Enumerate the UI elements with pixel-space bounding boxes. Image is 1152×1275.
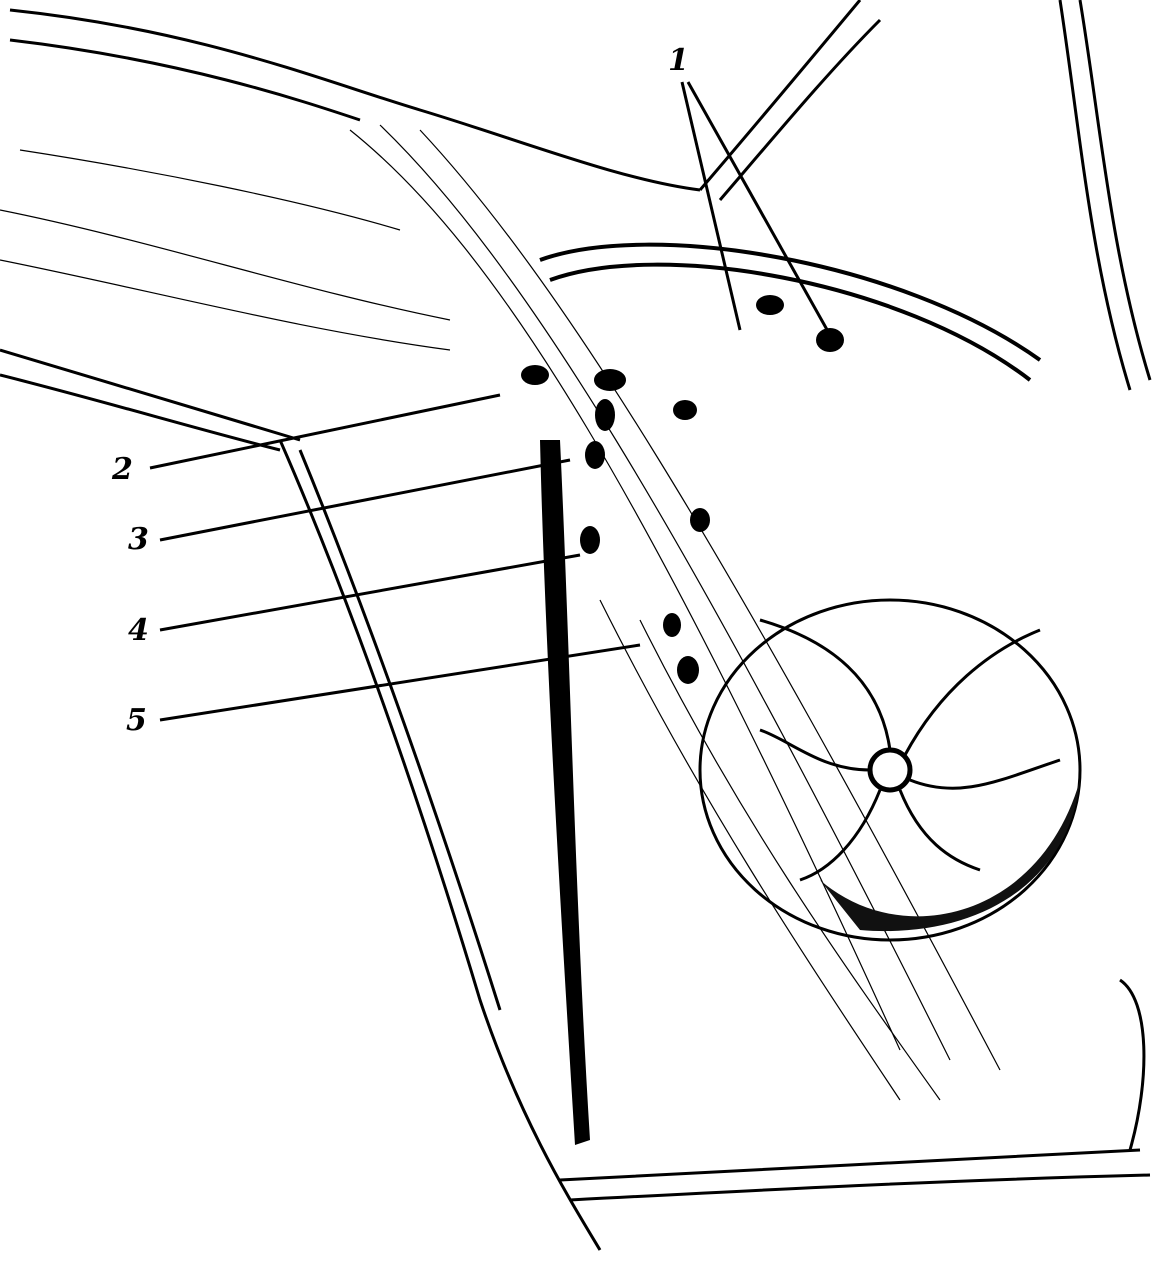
label-5: 5 [126, 703, 147, 738]
leader-line-4 [159, 553, 581, 632]
leader-lines [149, 81, 832, 722]
label-1: 1 [668, 43, 689, 78]
nipple [867, 747, 913, 793]
leader-line-1a [680, 81, 742, 331]
muscle-fibers [0, 124, 1001, 1101]
chest-outline [559, 978, 1151, 1202]
leader-line-5 [159, 643, 641, 722]
label-2: 2 [112, 452, 133, 487]
leader-line-3 [159, 458, 571, 542]
label-3: 3 [128, 522, 149, 557]
clavicle [539, 242, 1042, 382]
breast [698, 598, 1082, 942]
axillary-vessel [540, 440, 590, 1145]
arm-outline [0, 8, 701, 1251]
label-4: 4 [128, 613, 149, 648]
neck-outline [698, 0, 1152, 391]
leader-line-1b [686, 81, 832, 336]
leader-line-2 [149, 393, 501, 470]
lymph-nodes [521, 295, 844, 684]
